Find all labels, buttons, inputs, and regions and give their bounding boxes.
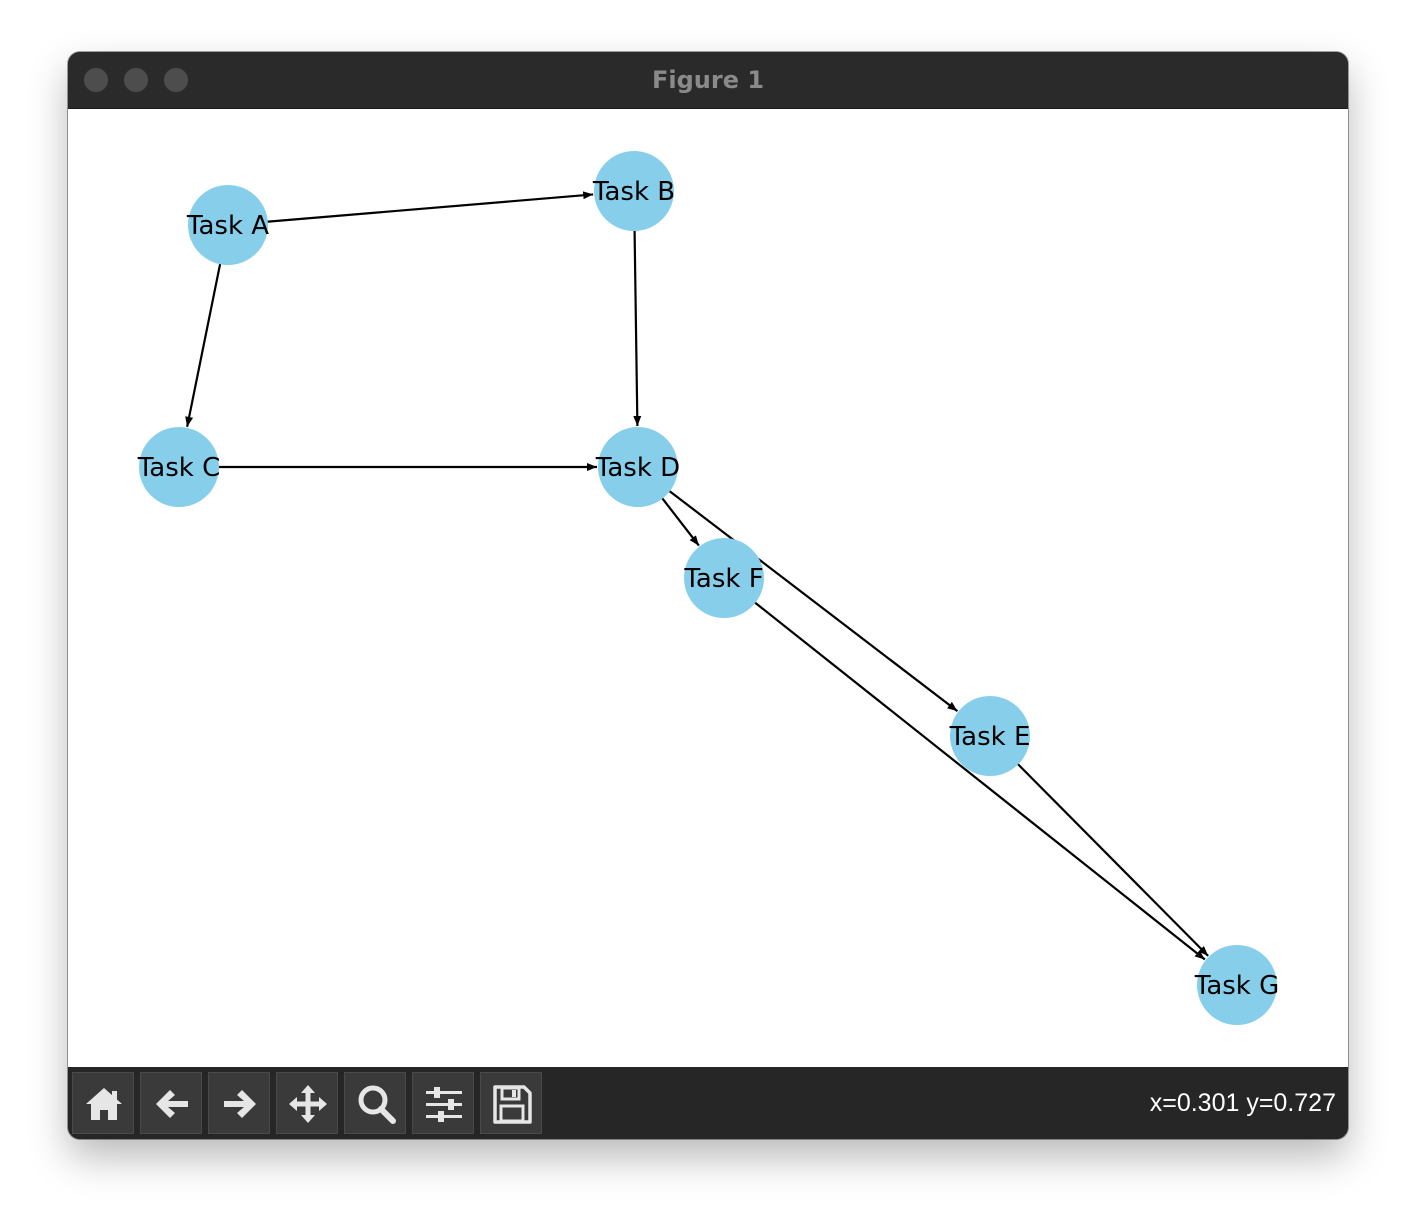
window-title: Figure 1	[651, 66, 765, 94]
floppy-disk-icon	[493, 1085, 532, 1124]
edge-e-g	[1014, 760, 1209, 957]
node-task-d: Task D	[595, 427, 680, 507]
node-circle	[598, 427, 678, 507]
graph-plot: Task A Task B Task C Task D Task E Task F Task…	[137, 151, 1280, 1025]
navigation-toolbar: x=0.301 y=0.727	[68, 1067, 1348, 1139]
node-task-c: Task C	[137, 427, 221, 507]
node-task-a: Task A	[186, 185, 269, 265]
node-circle	[188, 185, 268, 265]
node-label: Task B	[592, 177, 675, 207]
edge-f-g	[751, 599, 1206, 961]
edge-d-f	[659, 494, 700, 547]
edge-a-c	[185, 260, 222, 428]
node-circle	[950, 696, 1030, 776]
back-button[interactable]	[140, 1072, 202, 1134]
node-circle	[684, 538, 764, 618]
plot-canvas[interactable]: Task A Task B Task C Task D Task E Task F Task…	[68, 109, 1348, 1067]
close-window-button[interactable]	[84, 68, 108, 92]
node-label: Task C	[137, 453, 221, 483]
node-task-e: Task E	[949, 696, 1031, 776]
arrow-left-icon	[156, 1090, 188, 1118]
magnifier-icon	[358, 1085, 396, 1124]
minimize-window-button[interactable]	[124, 68, 148, 92]
node-task-b: Task B	[592, 151, 675, 231]
sliders-icon	[426, 1087, 462, 1122]
edge-d-e	[665, 487, 959, 712]
node-task-f: Task F	[683, 538, 764, 618]
configure-subplots-button[interactable]	[412, 1072, 474, 1134]
arrow-right-icon	[224, 1090, 256, 1118]
pan-button[interactable]	[276, 1072, 338, 1134]
edge-b-d	[633, 226, 642, 427]
node-circle	[139, 427, 219, 507]
node-circle	[1197, 945, 1277, 1025]
cursor-coordinates: x=0.301 y=0.727	[1149, 1089, 1336, 1117]
node-label: Task G	[1194, 971, 1280, 1001]
move-icon	[289, 1085, 327, 1123]
edge-a-b	[263, 191, 594, 224]
node-label: Task A	[186, 211, 269, 241]
home-icon	[86, 1088, 122, 1120]
forward-button[interactable]	[208, 1072, 270, 1134]
node-task-g: Task G	[1194, 945, 1280, 1025]
save-button[interactable]	[480, 1072, 542, 1134]
home-button[interactable]	[72, 1072, 134, 1134]
node-circle	[594, 151, 674, 231]
title-bar: Figure 1	[68, 52, 1348, 109]
maximize-window-button[interactable]	[164, 68, 188, 92]
nodes-layer: Task A Task B Task C Task D Task E Task F Task…	[137, 151, 1280, 1025]
node-label: Task D	[595, 453, 680, 483]
edges-layer	[185, 191, 1209, 961]
zoom-button[interactable]	[344, 1072, 406, 1134]
node-label: Task F	[683, 564, 763, 594]
node-label: Task E	[949, 722, 1031, 752]
